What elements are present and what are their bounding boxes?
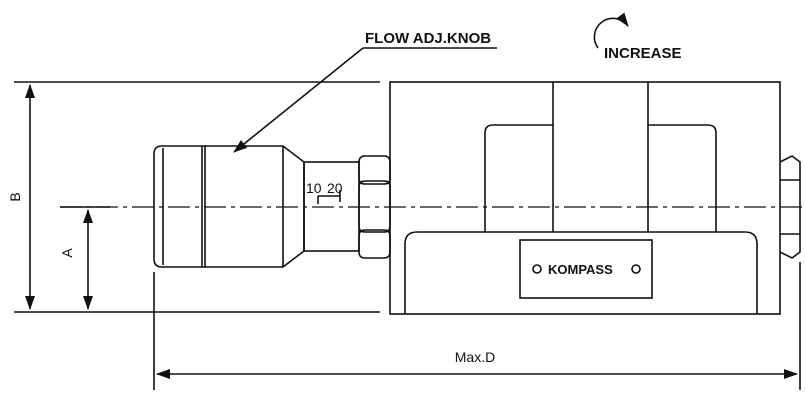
flow-knob-label: FLOW ADJ.KNOB: [365, 30, 491, 47]
valve-lower-housing: [404, 231, 758, 314]
increase-rotation-arrow: [593, 12, 629, 49]
brand-label: KOMPASS: [548, 262, 613, 277]
nameplate-screw-left: [532, 264, 542, 274]
increase-label: INCREASE: [604, 45, 682, 62]
stem-scale-10: 10: [306, 180, 322, 196]
dimension-b-label: B: [7, 192, 23, 201]
stem-scale-20: 20: [327, 180, 343, 196]
valve-bonnet: [484, 124, 554, 232]
knob-leader-line: [233, 47, 364, 153]
nameplate: [519, 239, 653, 299]
dimension-a-label: A: [59, 248, 75, 258]
nameplate-screw-right: [631, 264, 641, 274]
valve-body: [389, 81, 781, 315]
knob-cap: [153, 145, 206, 268]
valve-bonnet-right: [647, 124, 717, 232]
dimension-max-d-label: Max.D: [455, 349, 495, 365]
valve-body-outline: [389, 81, 781, 315]
